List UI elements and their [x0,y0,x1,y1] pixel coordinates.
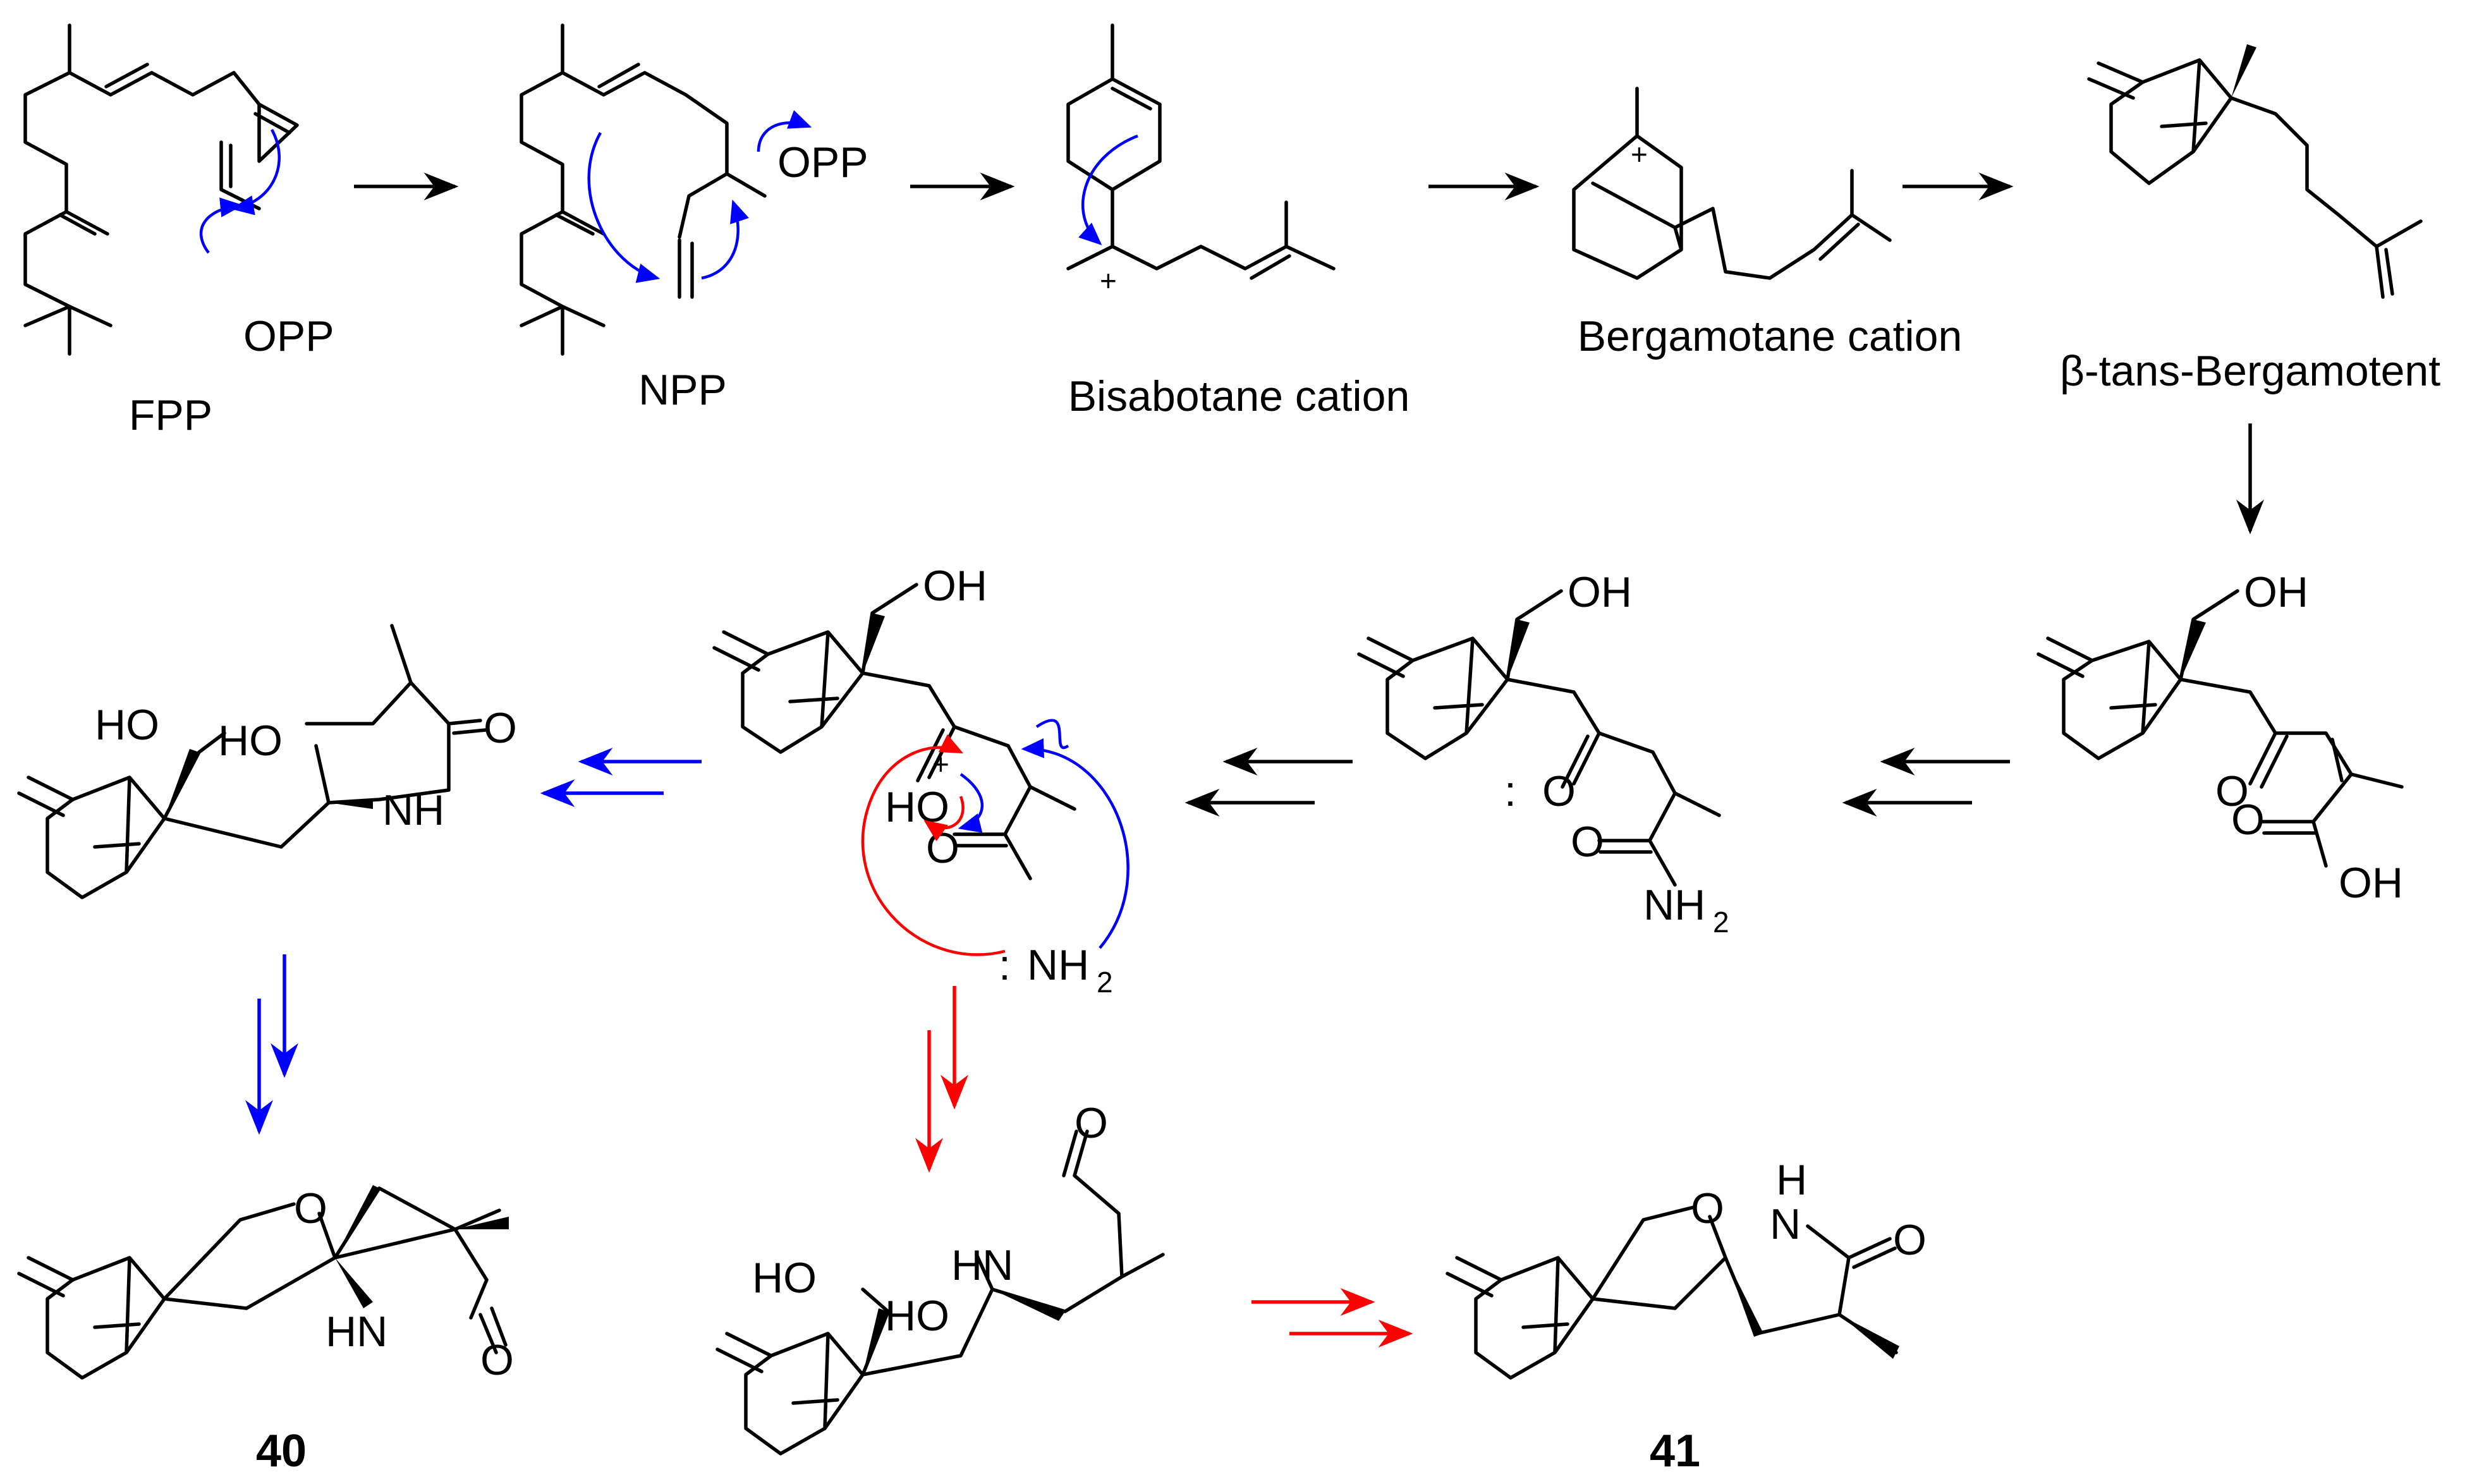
hemiaminal-nh-label: NH [382,786,444,834]
molecule-npp: OPP [520,23,868,356]
compound-41-label: 41 [1650,1426,1700,1476]
acid-hydroxyl-label: OH [2244,568,2308,616]
c41-n-label: N [1770,1200,1801,1248]
amide-hydroxyl-label: OH [1568,568,1632,616]
red-hemiaminal-ho-label: HO [752,1254,817,1302]
intermediate-plus-charge: + [932,748,949,781]
compound-40-label: 40 [256,1426,307,1476]
molecule-compound-40: O HN O [17,1184,514,1384]
hemiaminal-ho-label: HO [95,701,159,749]
molecule-bergamotane-cation: + [1572,87,1892,280]
c40-hn-label: HN [326,1308,387,1356]
amide-lone-pair-label: : [1504,767,1516,815]
fpp-opp-label: OPP [243,312,334,360]
bergamotane-plus-charge: + [1631,138,1648,171]
molecule-beta-bergamotene [2087,44,2423,299]
amide-ketone-o-label: O [1542,767,1576,815]
amide-nh2-subscript: 2 [1713,906,1729,939]
acid-carbonyl-o-label: O [2231,796,2265,844]
red-hemiaminal-carbonyl-o-label: O [1075,1099,1108,1147]
fpp-caption: FPP [129,391,212,439]
red-hemiaminal-hn-label: HN [951,1241,1013,1289]
c41-h-label: H [1776,1156,1807,1204]
bergamotane-caption: Bergamotane cation [1578,312,1963,360]
hemiaminal-carbonyl-o-label: O [484,704,517,752]
amide-carbonyl-o-label: O [1571,818,1604,866]
red-hemiaminal-ho2-label: HO [885,1292,949,1340]
bisabotane-caption: Bisabotane cation [1068,372,1410,420]
c40-carbonyl-o-label: O [480,1336,514,1384]
molecule-fpp: OPP [23,23,334,360]
npp-caption: NPP [638,366,727,414]
molecule-hemiaminal-red: HO HO HN O [715,1099,1165,1456]
molecule-hemiaminal-blue: HO HO O NH [17,624,517,899]
molecule-keto-amide: OH O : O NH 2 [1357,568,1729,939]
bisabotane-plus-charge: + [1100,264,1117,297]
molecule-hydroxy-acid: OH O O OH [2037,568,2404,907]
intermediate-nh2-label: NH [1027,941,1089,989]
intermediate-carbonyl-o-label: O [926,824,959,872]
intermediate-hydroxyl-label: OH [923,562,987,610]
hemiaminal-ho2-label: HO [218,717,283,765]
npp-opp-label: OPP [777,138,868,186]
acid-ketone-o-label: O [2215,767,2249,815]
molecule-compound-41: O H N O [1446,1156,1927,1380]
molecule-protonated-intermediate: OH + HO O : NH 2 [712,562,1129,999]
c41-carbonyl-o-label: O [1893,1216,1927,1264]
molecule-bisabotane-cation: + [1066,23,1336,297]
amide-nh2-label: NH [1643,881,1705,929]
beta-bergamotene-caption: β-tans-Bergamotent [2060,347,2440,395]
c41-ring-o-label: O [1691,1184,1724,1232]
intermediate-nh2-subscript: 2 [1097,966,1113,999]
intermediate-lone-pair-label: : [999,941,1011,989]
acid-oh-label: OH [2339,859,2403,907]
c40-ring-o-label: O [294,1184,327,1232]
